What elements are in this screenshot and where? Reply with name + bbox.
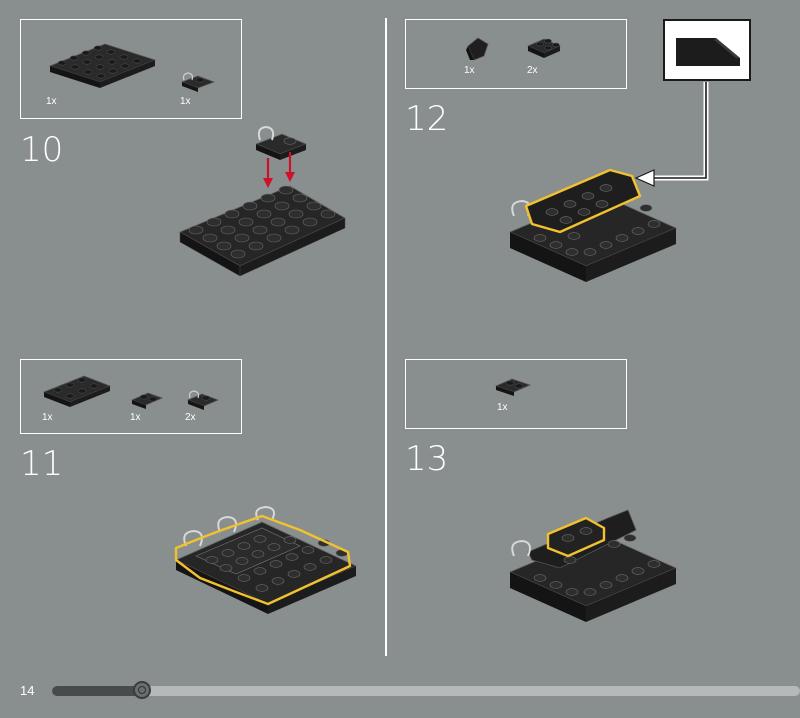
step-10-parts-box (20, 19, 242, 119)
step-13-number: 13 (405, 439, 449, 479)
clip-plate-icon (180, 72, 216, 92)
plate-1x2-icon (494, 378, 532, 396)
step-12-number: 12 (405, 99, 449, 139)
plate-2x2-icon (527, 38, 561, 58)
step-11-parts-box (20, 359, 242, 434)
clip-plate-icon (186, 390, 220, 410)
step-13-model (508, 509, 678, 622)
callout-slope-icon (676, 38, 740, 66)
step-11-part-2-qty: 1x (130, 412, 141, 423)
step-13-part-1-qty: 1x (497, 402, 508, 413)
step-12-parts-box (405, 19, 627, 89)
step-12-part-1-qty: 1x (464, 65, 475, 76)
slope-tile-icon (466, 37, 489, 61)
plate-2x4-icon (42, 375, 112, 407)
step-10-model (179, 125, 346, 277)
plate-1x2-icon (130, 392, 164, 409)
progress-track (52, 686, 800, 696)
step-13-parts-box (405, 359, 627, 429)
step-11-model (174, 505, 357, 614)
page-number: 14 (20, 683, 35, 698)
step-10-part-2-qty: 1x (180, 96, 191, 107)
step-11-part-1-qty: 1x (42, 412, 53, 423)
progress-knob (132, 681, 151, 699)
step-11-number: 11 (20, 444, 64, 484)
step-12-model (508, 168, 678, 282)
column-divider (385, 18, 387, 656)
progress-fill (52, 686, 142, 696)
step-12-part-2-qty: 2x (527, 65, 538, 76)
step-10-part-1-qty: 1x (46, 96, 57, 107)
plate-4x6-icon (48, 43, 157, 88)
callout-pointer (634, 82, 709, 187)
step-11-part-3-qty: 2x (185, 412, 196, 423)
step-10-number: 10 (20, 130, 64, 170)
